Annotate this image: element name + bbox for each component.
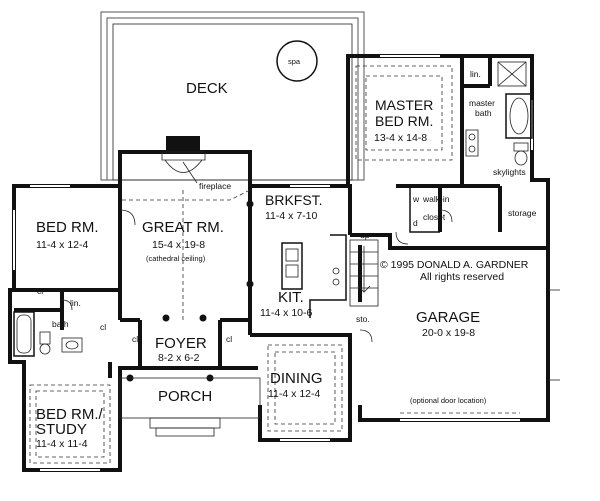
d-marker: d [413, 218, 418, 228]
dining-dims: 11-4 x 12-4 [268, 388, 320, 400]
kit-label: KIT. [278, 289, 304, 306]
foyer-dims: 8-2 x 6-2 [158, 352, 200, 364]
master-label-1: MASTER [375, 97, 433, 113]
master-bath-label-1: master [469, 98, 495, 108]
stairs [349, 239, 379, 307]
foyer-label: FOYER [155, 335, 207, 352]
garage-doors [400, 289, 560, 414]
study-label-2: STUDY [36, 421, 87, 438]
deck-label: DECK [186, 80, 228, 97]
cl-c-label: cl [132, 334, 138, 344]
bath-fixtures [13, 311, 83, 357]
fireplace-label: fireplace [199, 181, 231, 191]
cl-a-label: cl [37, 286, 43, 296]
porch-label: PORCH [158, 388, 212, 405]
master-label-2: BED RM. [375, 113, 433, 129]
lin-bath-label: lin. [70, 298, 81, 308]
interior-walls [14, 56, 548, 405]
great-dims: 15-4 x 19-8 [152, 239, 205, 251]
lin-master-label: lin. [470, 69, 481, 79]
up-label: up [360, 230, 370, 240]
spa-tub [276, 40, 318, 82]
great-label: GREAT RM. [142, 219, 224, 236]
bed-label: BED RM. [36, 219, 99, 236]
w-marker: w [412, 194, 420, 204]
study-dims: 11-4 x 11-4 [36, 438, 88, 450]
sto-label: sto. [356, 314, 370, 324]
dining-label: DINING [270, 370, 323, 387]
spa-label: spa [288, 57, 301, 66]
garage-label: GARAGE [416, 309, 480, 326]
exterior-walls [8, 54, 550, 472]
cl-d-label: cl [226, 334, 232, 344]
ceiling-lines [29, 65, 453, 464]
brkfst-label: BRKFST. [265, 192, 323, 208]
walkin-label-2: closet [423, 212, 446, 222]
door-swings [61, 209, 453, 343]
copyright-line-2: All rights reserved [420, 271, 504, 283]
master-bath-fixtures [465, 61, 533, 166]
garage-note: (optional door location) [410, 396, 487, 405]
kit-dims: 11-4 x 10-6 [260, 307, 312, 319]
study-label-1: BED RM./ [36, 406, 104, 423]
bed-dims: 11-4 x 12-4 [36, 239, 88, 251]
garage-dims: 20-0 x 19-8 [422, 327, 475, 339]
copyright-line-1: © 1995 DONALD A. GARDNER [380, 259, 529, 271]
porch-steps [119, 377, 261, 437]
deck-outline [100, 11, 365, 181]
bath-label: bath [52, 319, 69, 329]
master-dims: 13-4 x 14-8 [374, 132, 427, 144]
fireplace-hearth [161, 136, 206, 184]
master-bath-label-2: bath [475, 108, 492, 118]
skylights-label: skylights [493, 167, 526, 177]
cl-b-label: cl [100, 322, 106, 332]
walkin-label-1: walk-in [422, 194, 450, 204]
storage-label: storage [508, 208, 537, 218]
brkfst-dims: 11-4 x 7-10 [265, 210, 317, 222]
kitchen-fixtures [281, 234, 347, 318]
columns [126, 200, 254, 382]
great-note: (cathedral ceiling) [146, 254, 206, 263]
